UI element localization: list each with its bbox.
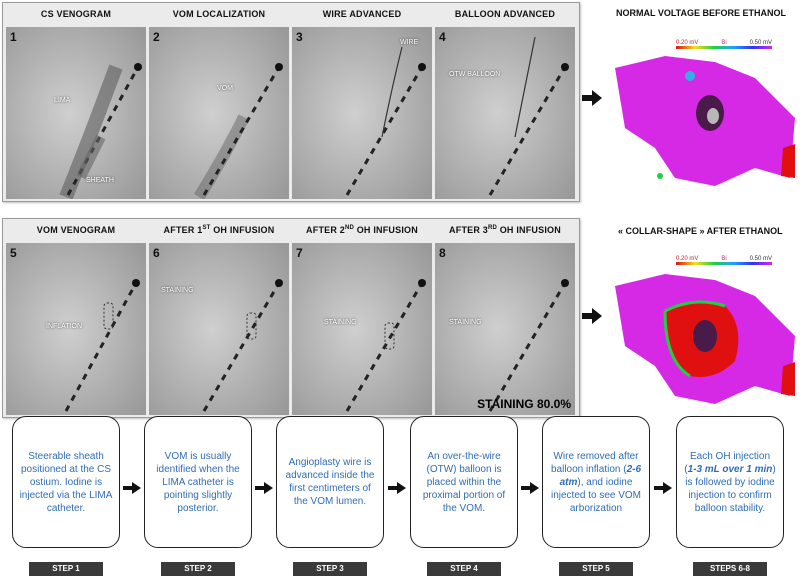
fluoro-panel-7: 7 STAINING <box>292 243 432 415</box>
next-arrow-icon <box>388 482 406 494</box>
step-text: Angioplasty wire is advanced inside the … <box>285 457 375 507</box>
annotation-label: WIRE <box>400 39 419 46</box>
fluoro-image <box>149 243 289 415</box>
fluoro-panel-2: 2 VOM <box>149 27 289 199</box>
panel-number: 5 <box>10 246 17 260</box>
annotation-label: STAINING <box>449 319 482 326</box>
fluoro-panel-5: 5 INFLATION <box>6 243 146 415</box>
step-label: STEP 3 <box>293 562 367 576</box>
annotation-label: STAINING <box>161 287 194 294</box>
map-title-before: NORMAL VOLTAGE BEFORE ETHANOL <box>616 8 786 18</box>
fluoro-image <box>435 243 575 415</box>
fluoro-image <box>292 243 432 415</box>
fluoro-image <box>6 27 146 199</box>
map-title-after: « COLLAR-SHAPE » AFTER ETHANOL <box>618 226 783 236</box>
panel-number: 8 <box>439 246 446 260</box>
panel-number: 2 <box>153 30 160 44</box>
fluoro-panel-3: 3 WIRE <box>292 27 432 199</box>
step-label: STEP 4 <box>427 562 501 576</box>
right-arrow-icon <box>582 90 602 106</box>
step-box-2: VOM is usually identified when the LIMA … <box>144 416 252 548</box>
step-label: STEP 5 <box>559 562 633 576</box>
annotation-label: STAINING <box>324 319 357 326</box>
annotation-label: SHEATH <box>86 177 114 184</box>
step-label: STEP 1 <box>29 562 103 576</box>
fluoro-image <box>6 243 146 415</box>
annotation-label: VOM <box>217 85 233 92</box>
panel-number: 3 <box>296 30 303 44</box>
step-box-3: Angioplasty wire is advanced inside the … <box>276 416 384 548</box>
panel-title: AFTER 3RD OH INFUSION <box>449 225 561 235</box>
next-arrow-icon <box>123 482 141 494</box>
step-text: An over-the-wire (OTW) balloon is placed… <box>422 450 506 514</box>
panel-title: AFTER 1ST OH INFUSION <box>163 225 275 235</box>
fluoro-panel-8: 8 STAINING STAINING 80.0% <box>435 243 575 415</box>
fluoro-image <box>292 27 432 199</box>
bottom-fluoro-group: 5 INFLATION VOM VENOGRAM 6 STAINING AFTE… <box>2 218 580 418</box>
next-arrow-icon <box>255 482 273 494</box>
step-text: Steerable sheath positioned at the CS os… <box>19 450 113 514</box>
panel-title: WIRE ADVANCED <box>322 9 402 19</box>
fluoro-image <box>435 27 575 199</box>
panel-number: 7 <box>296 246 303 260</box>
step-box-5: Wire removed after balloon inflation (2-… <box>542 416 650 548</box>
panel-title: VOM LOCALIZATION <box>172 9 266 19</box>
fluoro-panel-4: 4 OTW BALLOON <box>435 27 575 199</box>
step-box-4: An over-the-wire (OTW) balloon is placed… <box>410 416 518 548</box>
panel-title: CS VENOGRAM <box>40 9 112 19</box>
panel-number: 4 <box>439 30 446 44</box>
panel-title: AFTER 2ND OH INFUSION <box>306 225 418 235</box>
top-fluoro-group: 1 LIMA SHEATH CS VENOGRAM 2 VOM VOM LOCA… <box>2 2 580 202</box>
annotation-label: INFLATION <box>46 323 83 330</box>
panel-number: 6 <box>153 246 160 260</box>
voltage-map-after <box>615 274 795 404</box>
step-text: VOM is usually identified when the LIMA … <box>156 450 240 514</box>
step-box-6: Each OH injection (1-3 mL over 1 min) is… <box>676 416 784 548</box>
next-arrow-icon <box>654 482 672 494</box>
step-label: STEP 2 <box>161 562 235 576</box>
panel-title: BALLOON ADVANCED <box>454 9 556 19</box>
next-arrow-icon <box>521 482 539 494</box>
fluoro-image <box>149 27 289 199</box>
step-label: STEPS 6-8 <box>693 562 767 576</box>
step-text: Each OH injection (1-3 mL over 1 min) is… <box>684 450 776 514</box>
right-arrow-icon <box>582 308 602 324</box>
step-text: Wire removed after balloon inflation (2-… <box>550 450 642 514</box>
staining-percentage: STAINING 80.0% <box>477 397 571 411</box>
panel-title: VOM VENOGRAM <box>36 225 116 235</box>
voltage-map-before <box>615 56 795 186</box>
annotation-label: OTW BALLOON <box>449 71 501 78</box>
fluoro-panel-6: 6 STAINING <box>149 243 289 415</box>
annotation-label: LIMA <box>54 97 71 104</box>
panel-number: 1 <box>10 30 17 44</box>
fluoro-panel-1: 1 LIMA SHEATH <box>6 27 146 199</box>
step-box-1: Steerable sheath positioned at the CS os… <box>12 416 120 548</box>
